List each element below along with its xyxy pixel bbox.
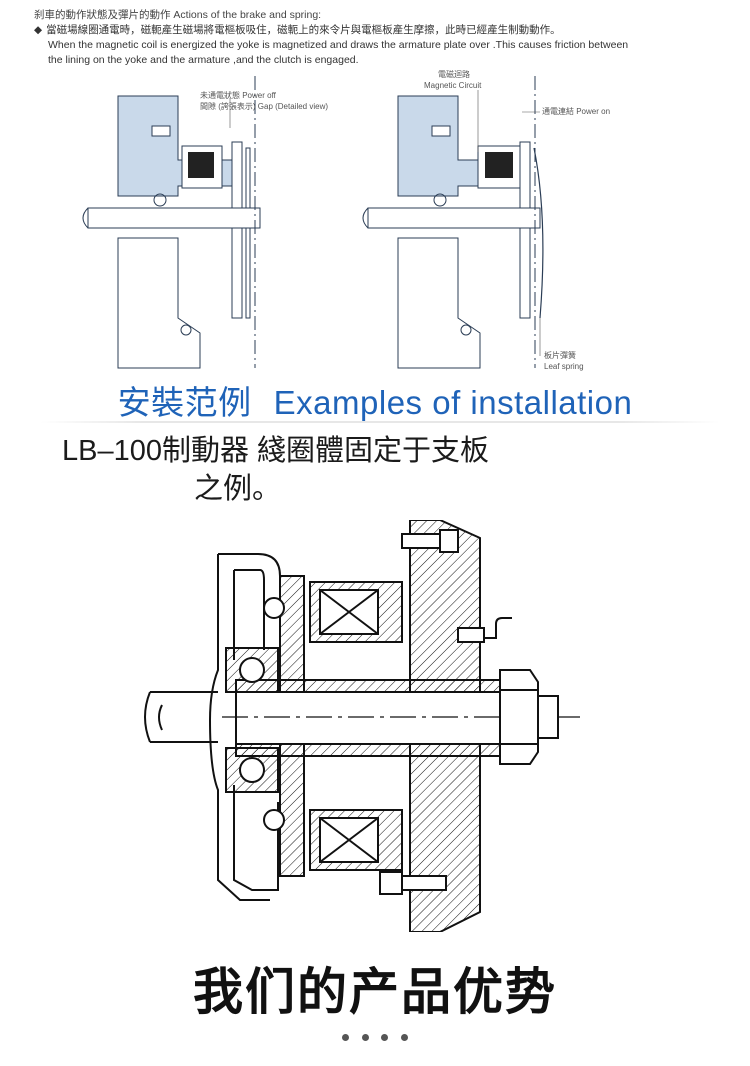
power-on-drawing: 電磁迴路 Magnetic Circuit 通電連結 Power on 板片彈簧…: [362, 69, 610, 371]
power-off-drawing: 未通電狀態 Power off 間隙 (誇張表示) Gap (Detailed …: [82, 76, 328, 369]
power-off-label: 未通電狀態 Power off: [200, 90, 277, 100]
brake-installation-drawing: [144, 520, 580, 932]
intro-line-2: 當磁場線圈通電時，磁軛產生磁場將電樞板吸住，磁軛上的來令片與電樞板產生摩擦，此時…: [46, 24, 561, 36]
heading-line-2: 之例。: [194, 473, 282, 505]
brake-action-diagram: 未通電狀態 Power off 間隙 (誇張表示) Gap (Detailed …: [82, 69, 610, 371]
intro-line-3b: the lining on the yoke and the armature …: [48, 54, 359, 66]
section-title: 安裝范例 Examples of installation: [0, 376, 750, 421]
intro-line-1: 刹車的動作狀態及彈片的動作 Actions of the brake and s…: [34, 9, 322, 21]
gap-label: 間隙 (誇張表示) Gap (Detailed view): [200, 101, 328, 111]
dot-icon: [342, 1034, 350, 1041]
example-heading: LB–100制動器 綫圈體固定于支板 之例。: [62, 432, 702, 508]
intro-line-3a: When the magnetic coil is energized the …: [48, 39, 629, 51]
advantage-heading: 我们的产品优势: [193, 964, 557, 1020]
dot-icon: [361, 1034, 369, 1041]
drawing-lines: [144, 520, 580, 932]
dot-icon: [400, 1034, 408, 1041]
power-on-label: 通電連結 Power on: [542, 106, 610, 116]
divider: [40, 421, 720, 423]
leaf-spring-cn-label: 板片彈簧: [544, 350, 576, 360]
leaf-spring-en-label: Leaf spring: [544, 362, 584, 371]
magnetic-circuit-cn-label: 電磁迴路: [438, 69, 470, 79]
magnetic-circuit-en-label: Magnetic Circuit: [424, 81, 482, 90]
intro-text: 刹車的動作狀態及彈片的動作 Actions of the brake and s…: [34, 8, 724, 68]
bullet-icon: ◆: [34, 24, 43, 36]
heading-line-1: LB–100制動器 綫圈體固定于支板: [62, 435, 490, 467]
section-title-en: Examples of installation: [273, 384, 633, 421]
dot-icon: [381, 1034, 389, 1041]
intro-bullet-line: ◆ 當磁場線圈通電時，磁軛產生磁場將電樞板吸住，磁軛上的來令片與電樞板產生摩擦，…: [34, 23, 724, 38]
dot-indicators: [0, 1028, 750, 1046]
section-title-cn: 安裝范例: [117, 384, 252, 421]
